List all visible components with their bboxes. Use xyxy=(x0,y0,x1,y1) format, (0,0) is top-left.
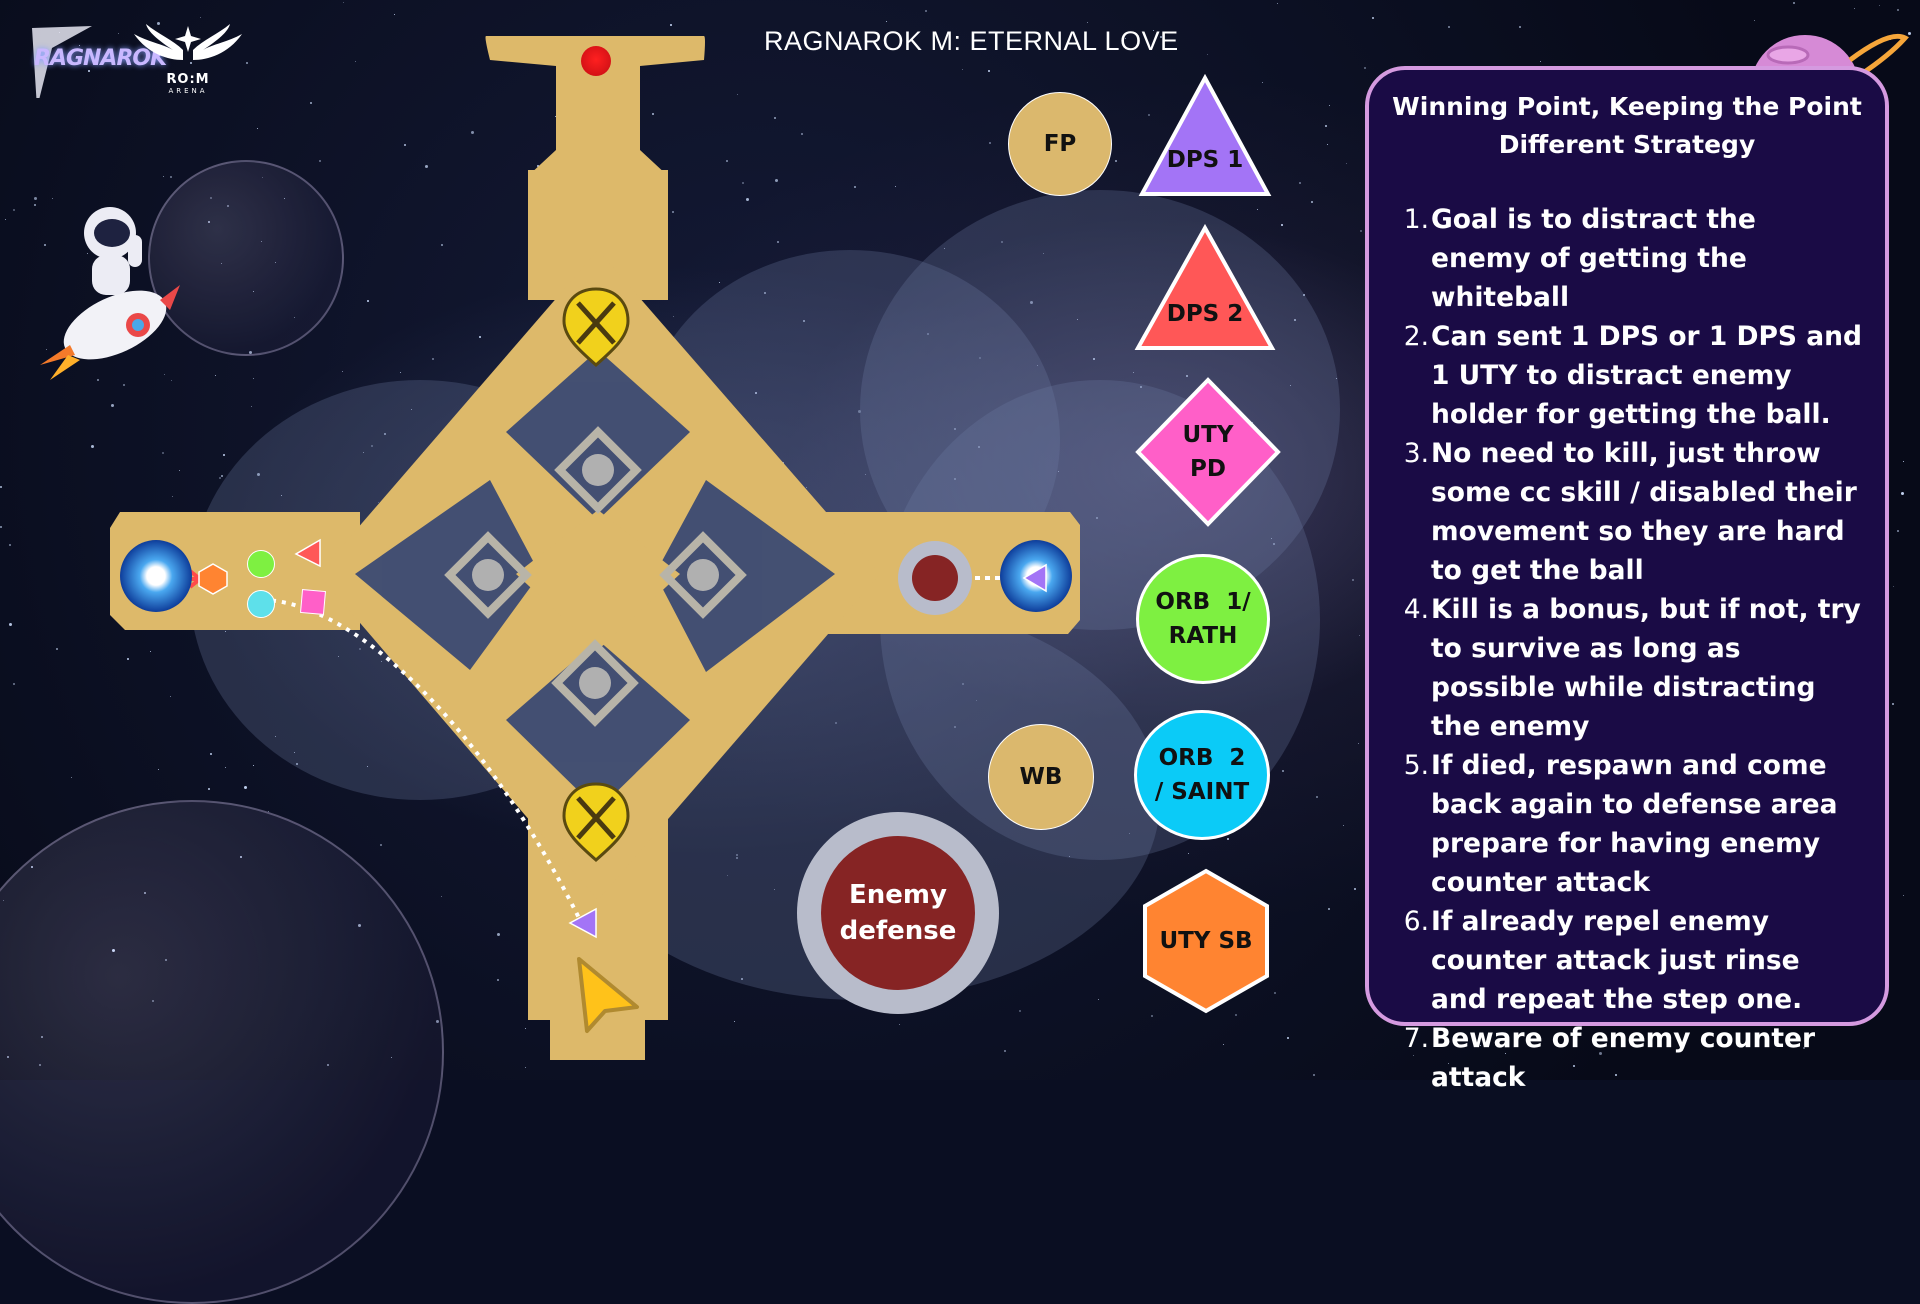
triangle-icon xyxy=(1138,74,1272,196)
capture-point-icon xyxy=(444,531,532,619)
legend-dps2: DPS 2 xyxy=(1134,224,1276,352)
battle-point-icon xyxy=(562,782,630,862)
dps1-marker xyxy=(1022,563,1047,593)
battle-point-icon xyxy=(562,287,630,367)
strategy-item: 2.Can sent 1 DPS or 1 DPS and 1 UTY to d… xyxy=(1403,321,1862,430)
page-title: RAGNAROK M: ETERNAL LOVE xyxy=(764,26,1179,56)
strategy-panel: Winning Point, Keeping the Point Differe… xyxy=(1365,66,1889,1093)
dps1-marker xyxy=(568,907,597,939)
hexagon-icon xyxy=(1143,868,1269,1014)
astronaut-rocket-icon xyxy=(40,207,180,380)
triangle-icon xyxy=(1134,224,1276,350)
legend-fp: FP xyxy=(1008,92,1112,196)
capture-point-icon xyxy=(659,531,747,619)
legend-wb: WB xyxy=(988,724,1094,830)
enemy-defense-marker xyxy=(898,541,972,615)
red-ball-marker xyxy=(581,46,611,76)
strategy-item: 1.Goal is to distract the enemy of getti… xyxy=(1403,204,1756,313)
strategy-item: 5.If died, respawn and come back again t… xyxy=(1403,750,1838,898)
legend-orb1: ORB 1/ RATH xyxy=(1136,554,1270,684)
legend-uty-pd: UTY PD xyxy=(1134,376,1282,528)
dps2-marker xyxy=(294,538,321,568)
player-cursor-icon xyxy=(577,957,639,1033)
legend-dps1: DPS 1 xyxy=(1138,74,1272,198)
legend-enemy-defense: Enemy defense xyxy=(797,812,999,1014)
capture-point-icon xyxy=(551,639,639,727)
wings-icon xyxy=(134,24,242,60)
diamond-icon xyxy=(1135,377,1281,527)
legend-uty-sb: UTY SB xyxy=(1142,868,1270,1014)
left-portal-icon xyxy=(120,540,192,612)
strategy-item: 3.No need to kill, just throw some cc sk… xyxy=(1403,438,1857,586)
strategy-item: 6.If already repel enemy counter attack … xyxy=(1403,906,1803,1015)
capture-point-icon xyxy=(554,426,642,514)
ragnarok-logo: RAGNAROK xyxy=(12,18,167,108)
uty-pd-marker xyxy=(299,588,327,616)
rom-arena-logo: RO:M ARENA xyxy=(128,20,248,95)
orb2-marker xyxy=(247,590,275,618)
strategy-list: 1.Goal is to distract the enemy of getti… xyxy=(1369,200,1885,1097)
bubble-decoration xyxy=(148,160,344,356)
legend-orb2: ORB 2 / SAINT xyxy=(1134,710,1270,840)
strategy-item: 7.Beware of enemy counter attack xyxy=(1403,1023,1816,1093)
uty-sb-marker xyxy=(198,563,228,595)
strategy-item: 4.Kill is a bonus, but if not, try to su… xyxy=(1403,594,1861,742)
orb1-marker xyxy=(247,550,275,578)
panel-title: Winning Point, Keeping the Point Differe… xyxy=(1392,92,1862,159)
